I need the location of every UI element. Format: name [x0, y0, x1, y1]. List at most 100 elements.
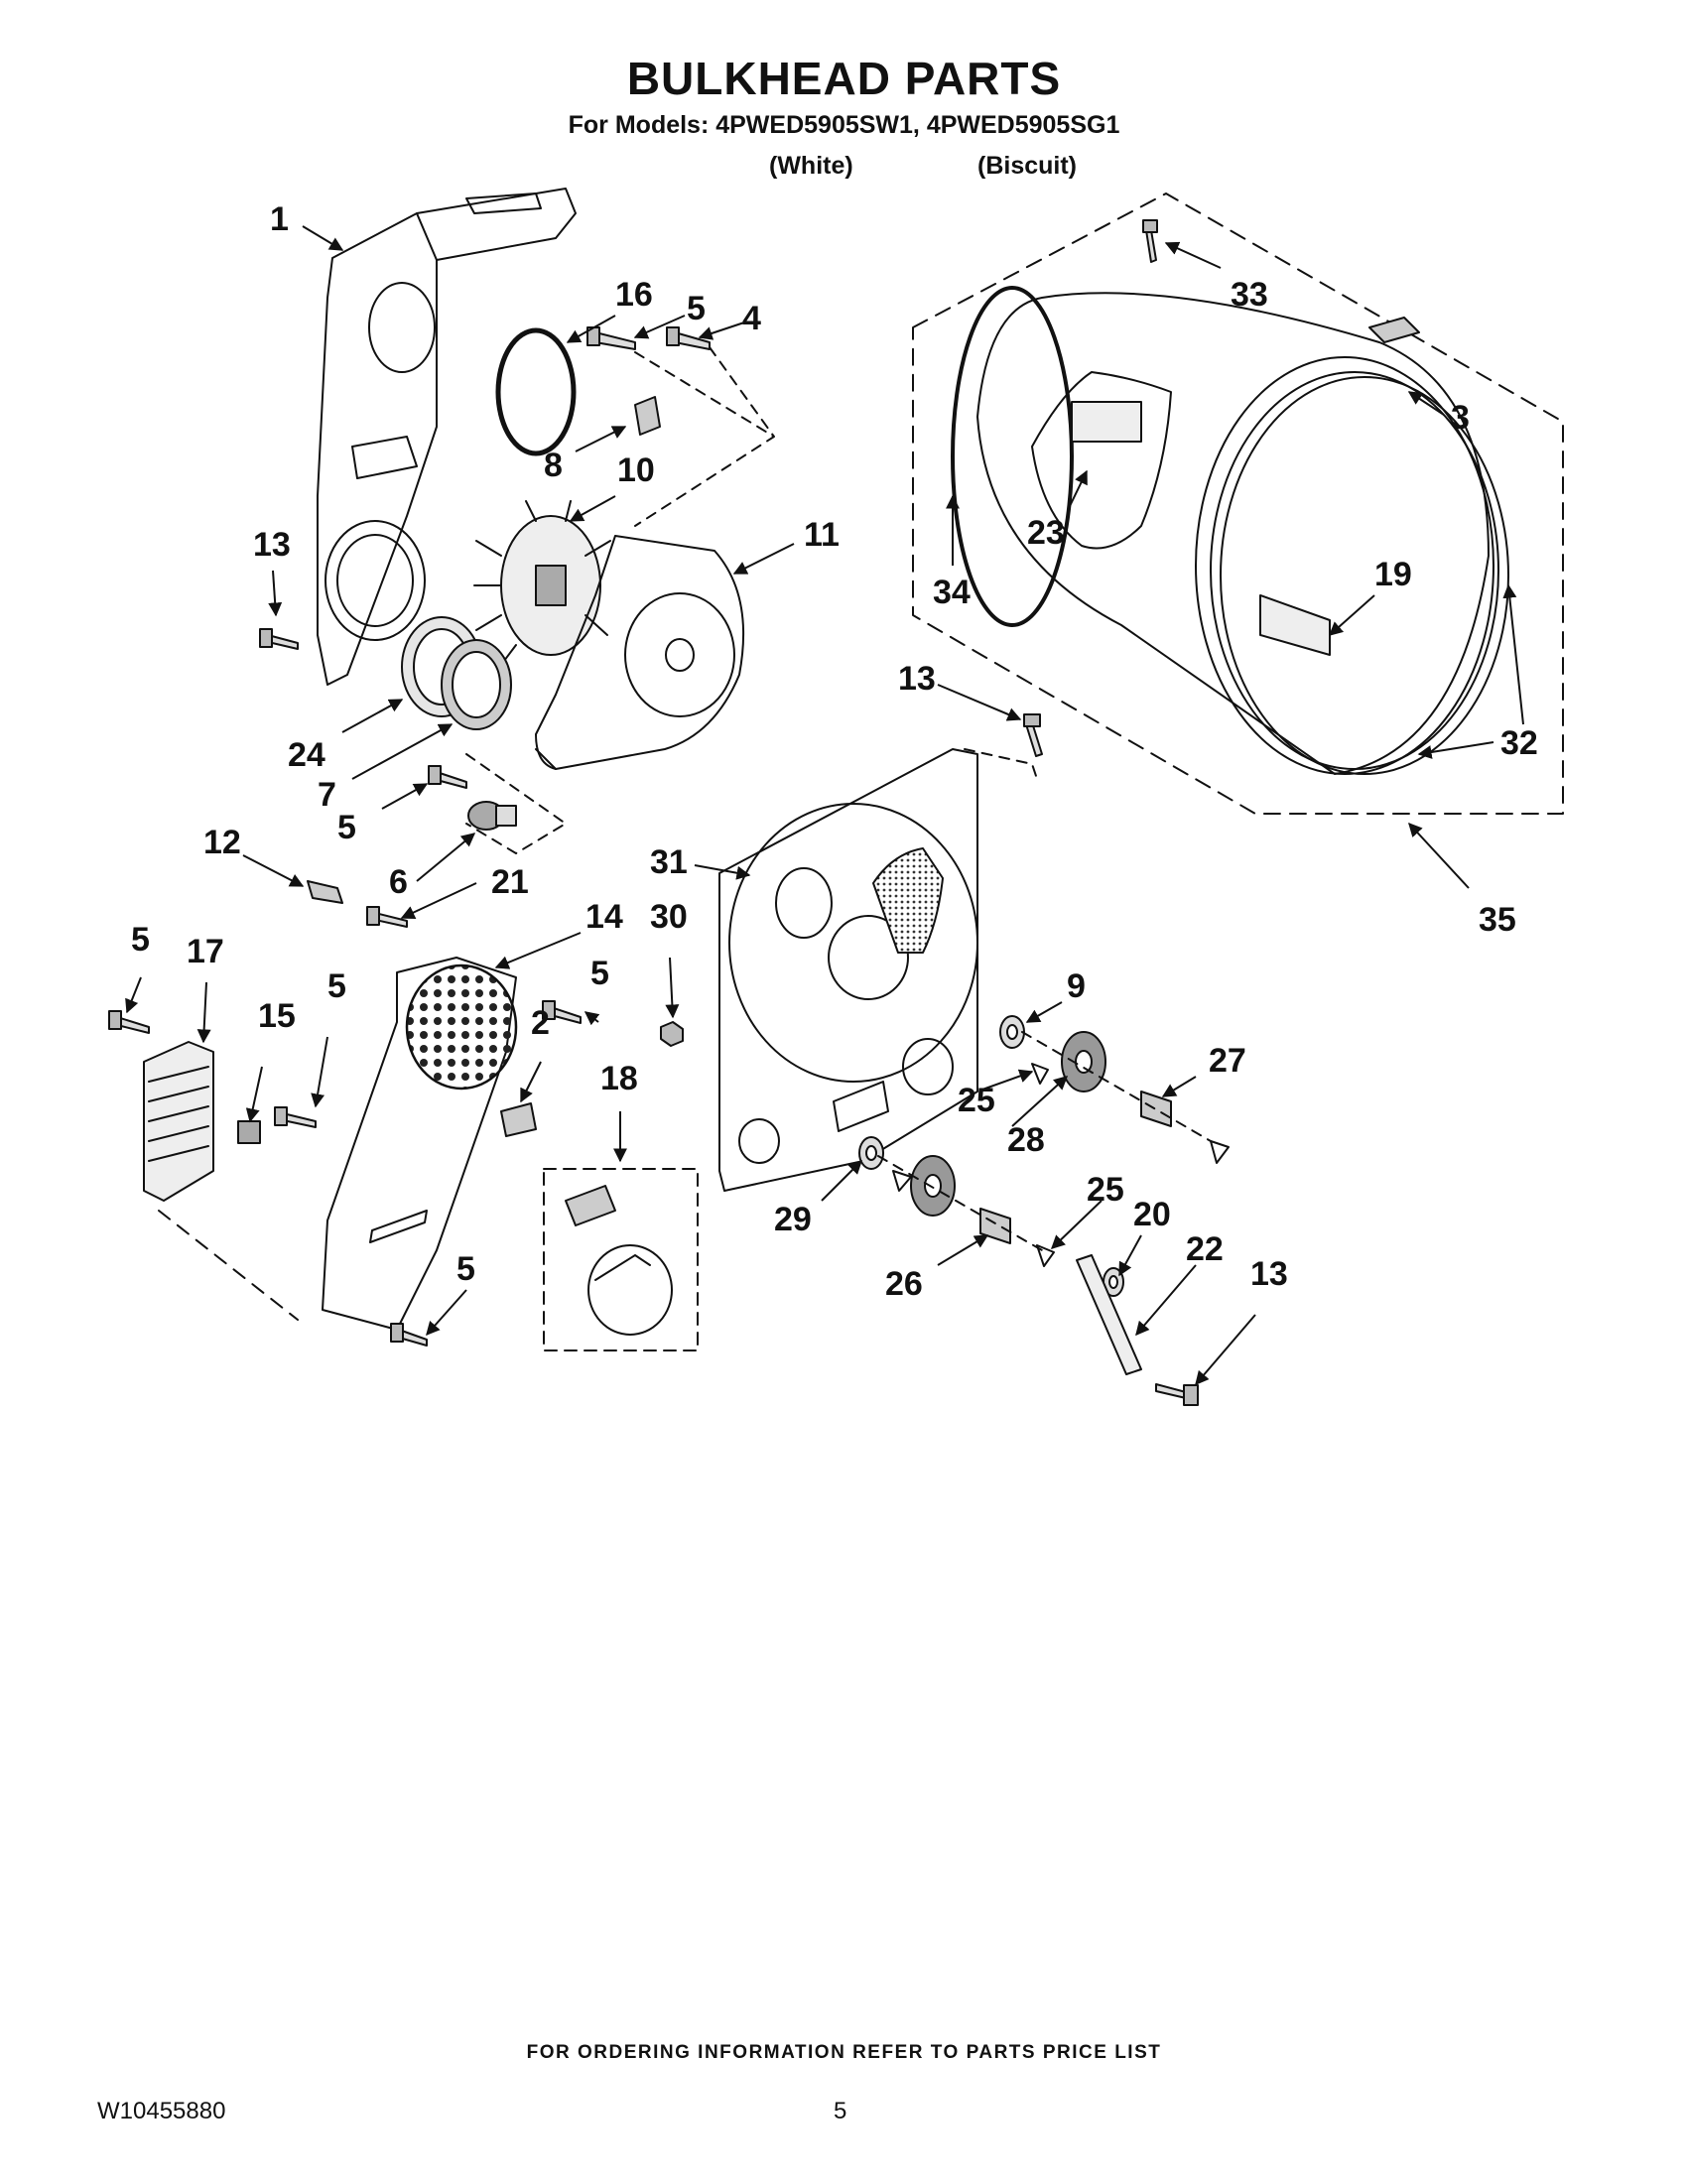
terminal-block-part-17 [143, 1041, 214, 1202]
leader-35 [1408, 822, 1470, 889]
leader-30 [665, 957, 680, 1019]
leader-33 [1164, 241, 1222, 269]
variant-white-label: (White) [769, 152, 853, 180]
callout-16: 16 [615, 276, 653, 314]
lint-duct-part-14 [322, 957, 518, 1331]
callout-25: 25 [958, 1082, 995, 1119]
bracket-part-12 [307, 880, 343, 904]
leader-6 [416, 833, 476, 882]
roller-shaft-part-27 [1140, 1091, 1172, 1127]
leader-31 [694, 864, 751, 880]
leader-19 [1328, 594, 1375, 636]
callout-8: 8 [544, 447, 563, 484]
leader-5c [125, 976, 142, 1014]
screw-part-5-duct [542, 1000, 582, 1024]
callout-5: 5 [687, 290, 706, 327]
leader-26 [937, 1234, 989, 1266]
leader-13c [1195, 1314, 1256, 1386]
leader-32b [1417, 741, 1494, 759]
leader-5f [426, 1289, 467, 1337]
callout-26: 26 [885, 1265, 923, 1303]
models-line: For Models: 4PWED5905SW1, 4PWED5905SG1 [568, 111, 1120, 139]
callout-23: 23 [1027, 514, 1065, 552]
callout-27: 27 [1209, 1042, 1246, 1080]
screw-part-13-panel [1023, 713, 1043, 757]
leader-16 [566, 315, 616, 343]
screw-part-21 [366, 906, 408, 928]
leader-20 [1118, 1234, 1142, 1277]
callout-5: 5 [456, 1250, 475, 1288]
leader-7 [351, 723, 454, 780]
roller-bracket-part-22 [1076, 1254, 1142, 1375]
callout-15: 15 [258, 997, 296, 1035]
slide-part-3 [1368, 317, 1420, 343]
screw-part-5-bottom [390, 1323, 428, 1347]
leader-32a [1502, 583, 1524, 725]
screw-part-13-bracket [1155, 1383, 1199, 1406]
drum-part-34 [951, 286, 1509, 775]
clip-part-8 [634, 396, 661, 436]
variant-biscuit-label: (Biscuit) [977, 152, 1077, 180]
callout-19: 19 [1374, 556, 1412, 593]
screw-part-13-left [259, 628, 299, 650]
callout-12: 12 [203, 824, 241, 861]
callout-1: 1 [270, 200, 289, 238]
washer-part-9 [999, 1015, 1025, 1049]
leader-27 [1161, 1076, 1197, 1097]
leader-8 [575, 426, 627, 452]
leader-5b [381, 783, 429, 810]
leader-4 [698, 321, 745, 340]
bearing-part-7 [441, 639, 512, 730]
leader-25b [1050, 1200, 1103, 1249]
blower-wheel-part-10 [473, 500, 611, 666]
callout-33: 33 [1231, 276, 1268, 314]
thermostat-part-6 [467, 801, 517, 831]
callout-13: 13 [898, 660, 936, 698]
washer-part-20 [1103, 1267, 1124, 1297]
leader-29 [821, 1160, 862, 1202]
screw-part-5-top [586, 326, 636, 350]
screw-part-5-terminal [274, 1106, 317, 1128]
drum-kit-outline-part-35 [912, 193, 1564, 815]
leader-5d [311, 1036, 328, 1108]
connector-part-15 [237, 1120, 261, 1144]
gasket-part-16 [495, 327, 577, 456]
callout-18: 18 [600, 1060, 638, 1097]
callout-5: 5 [327, 967, 346, 1005]
callout-29: 29 [774, 1201, 812, 1238]
retainer-part-25-upper [1031, 1063, 1049, 1085]
screw-part-4 [666, 326, 711, 350]
callout-35: 35 [1479, 901, 1516, 939]
drum-roller-part-28-upper [1061, 1031, 1106, 1092]
callout-30: 30 [650, 898, 688, 936]
callout-14: 14 [585, 898, 623, 936]
callout-32: 32 [1500, 724, 1538, 762]
leader-1 [302, 225, 344, 251]
seal-part-19 [1259, 594, 1331, 656]
leader-14 [494, 932, 582, 969]
nut-part-30 [660, 1021, 684, 1047]
callout-4: 4 [742, 300, 761, 337]
leader-21 [400, 882, 477, 920]
callout-13: 13 [253, 526, 291, 564]
screw-part-33 [1142, 219, 1158, 263]
wire-harness-part-18 [543, 1168, 699, 1351]
callout-25: 25 [1087, 1171, 1124, 1209]
document-number: W10455880 [97, 2098, 226, 2124]
callout-5: 5 [131, 921, 150, 959]
page-number: 5 [834, 2098, 847, 2124]
leader-22 [1135, 1264, 1197, 1337]
callout-11: 11 [804, 516, 840, 554]
callout-24: 24 [288, 736, 325, 774]
leader-13b [937, 684, 1022, 721]
callout-22: 22 [1186, 1230, 1224, 1268]
leader-2 [520, 1061, 542, 1103]
callout-21: 21 [491, 863, 529, 901]
blower-shroud-part-11 [535, 535, 745, 770]
callout-20: 20 [1133, 1196, 1171, 1233]
ordering-info-note: FOR ORDERING INFORMATION REFER TO PARTS … [526, 2042, 1162, 2063]
leader-10 [569, 495, 616, 522]
leader-15 [245, 1066, 263, 1123]
baffle-part-23 [1031, 371, 1172, 550]
callout-28: 28 [1007, 1121, 1045, 1159]
